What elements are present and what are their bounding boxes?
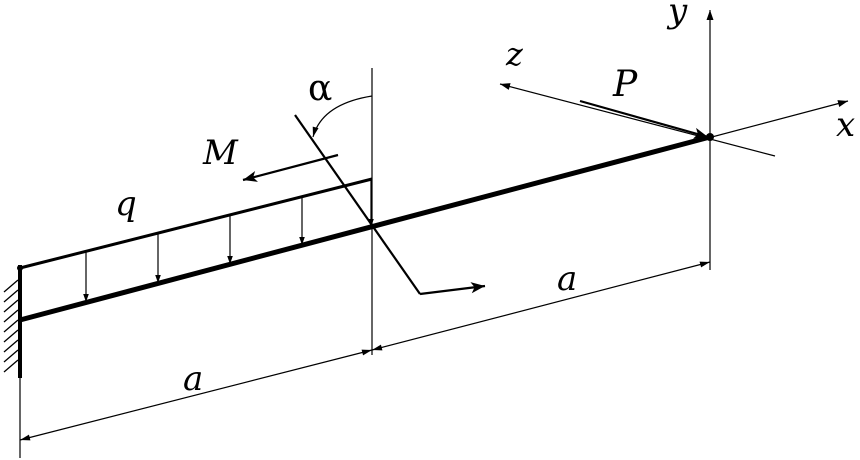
y-axis-label: y: [666, 0, 688, 31]
force-arrow: [579, 99, 709, 139]
z-axis-label: z: [505, 35, 524, 73]
dim-right-label: a: [557, 259, 577, 299]
load-label: q: [115, 184, 137, 224]
dimension-left: [19, 349, 373, 458]
coordinate-axes: [499, 10, 849, 270]
x-axis-label: x: [836, 105, 855, 145]
angle-label: α: [308, 68, 332, 109]
fixed-support: [3, 265, 22, 378]
moment-label: M: [202, 133, 239, 173]
moment-arrow: [242, 153, 339, 182]
dim-left-label: a: [183, 359, 203, 399]
force-label: P: [612, 64, 638, 105]
distributed-load: [17, 177, 374, 302]
angle-arc: [312, 95, 373, 138]
beam: [19, 134, 711, 323]
dimension-right: [371, 261, 711, 351]
